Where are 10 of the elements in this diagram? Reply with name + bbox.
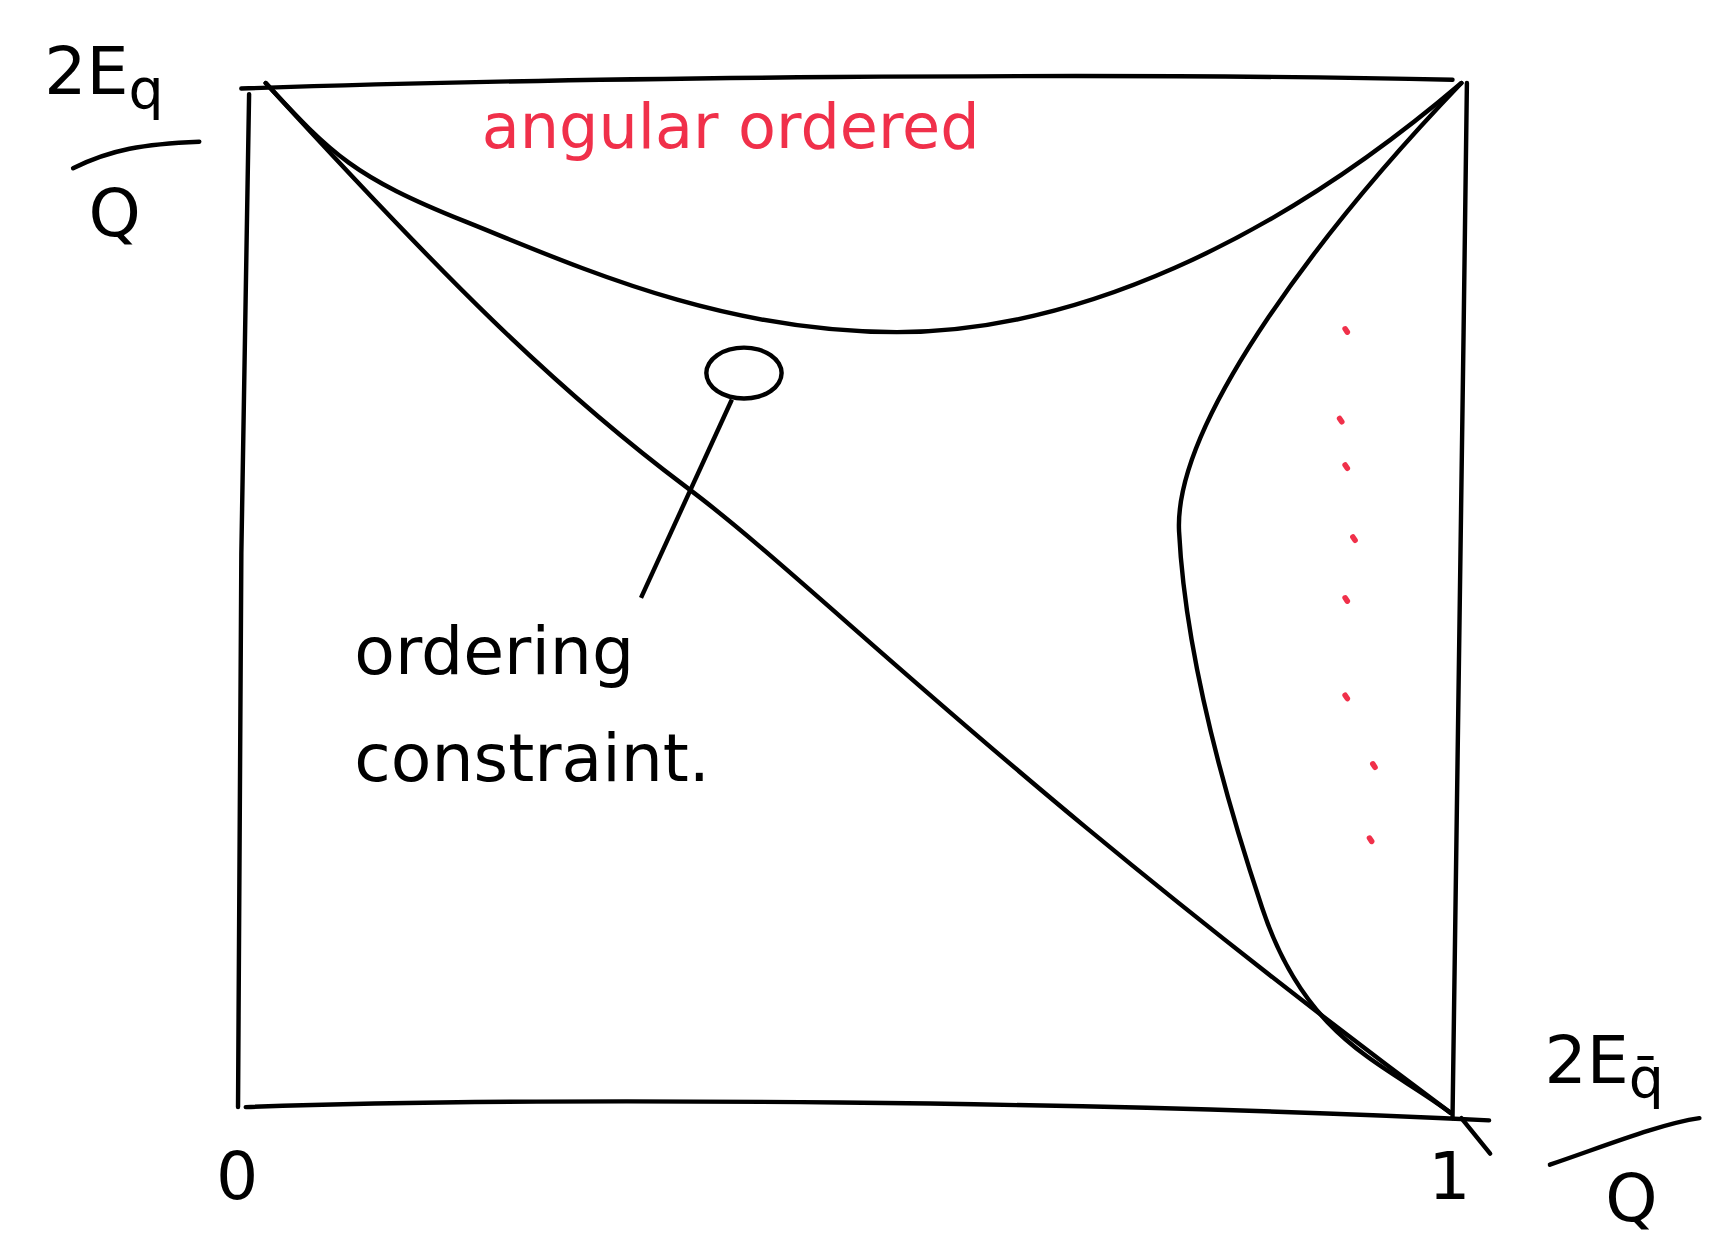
loop-mark [704, 345, 784, 401]
axis-label: 2E$_{q}$ [44, 31, 164, 124]
axis-label: 0 [215, 1136, 259, 1217]
axis-label: angular ordered [480, 89, 981, 165]
axis-label: Q [88, 172, 141, 254]
axis-label: 2E$_{q̄}$ [1544, 1019, 1664, 1113]
annotation-text: ordering constraint. [354, 597, 831, 811]
axis-label: Q [1605, 1158, 1658, 1239]
axis-label: 1 [1428, 1136, 1471, 1217]
leader-line [639, 398, 734, 599]
